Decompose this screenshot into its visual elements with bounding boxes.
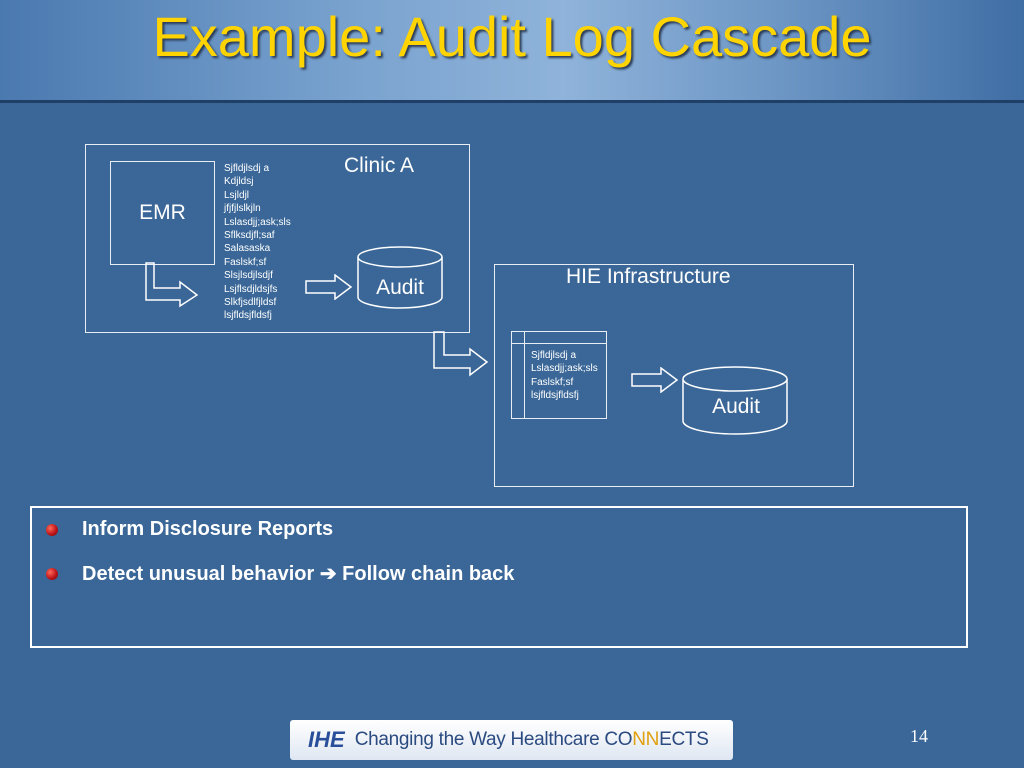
bullet-item-2: Detect unusual behavior ➔ Follow chain b… xyxy=(46,561,514,586)
emr-label: EMR xyxy=(139,201,186,224)
log-to-audit-arrow xyxy=(305,274,353,300)
hie-infrastructure-box xyxy=(494,264,854,487)
bullet-dot-icon xyxy=(46,567,58,580)
header-divider xyxy=(0,100,1024,103)
hie-log-box xyxy=(511,331,607,419)
hie-log-box-divider xyxy=(512,343,606,344)
clinic-a-label: Clinic A xyxy=(344,154,415,177)
clinic-to-hie-arrow xyxy=(433,331,489,377)
clinic-log-text: Sjfldjlsdj a Kdjldsj Lsjldjl jfjfjlslkjl… xyxy=(224,163,291,322)
ihe-logo: IHE xyxy=(308,727,345,752)
connects-part-a: CO xyxy=(604,729,633,750)
hie-log-to-audit-arrow xyxy=(631,367,679,393)
clinic-audit-label: Audit xyxy=(376,276,424,299)
bullet-item-1: Inform Disclosure Reports xyxy=(46,518,333,541)
hie-audit-label: Audit xyxy=(712,395,760,418)
right-arrow-icon: ➔ xyxy=(319,563,337,585)
bullet-box: Inform Disclosure Reports Detect unusual… xyxy=(30,506,968,648)
page-number: 14 xyxy=(910,726,928,746)
slide-header xyxy=(0,0,1024,100)
tagline-prefix: Changing the Way Healthcare xyxy=(354,729,605,750)
clinic-a-box xyxy=(85,144,470,333)
bullet-text-1: Inform Disclosure Reports xyxy=(82,518,334,540)
hie-log-text: Sjfldjlsdj a Lslasdjj;ask;sls Faslskf;sf… xyxy=(531,350,598,402)
hie-log-box-margin xyxy=(524,332,525,418)
bullet-text-2-start: Detect unusual behavior xyxy=(82,563,320,585)
hie-infrastructure-label: HIE Infrastructure xyxy=(566,265,731,288)
clinic-audit-cylinder xyxy=(357,246,443,309)
bullet-text-2-end: Follow chain back xyxy=(336,563,515,585)
emr-box xyxy=(110,161,215,265)
bullet-text-2: Detect unusual behavior ➔ Follow chain b… xyxy=(82,561,514,586)
bullet-dot-icon xyxy=(46,523,58,536)
connects-part-c: ECTS xyxy=(659,729,709,750)
footer-tagline: Changing the Way Healthcare CONNECTS xyxy=(355,729,709,751)
slide-title: Example: Audit Log Cascade xyxy=(152,5,872,68)
emr-to-log-arrow xyxy=(145,262,199,308)
footer-banner: IHE Changing the Way Healthcare CONNECTS xyxy=(290,720,733,760)
connects-part-b: NN xyxy=(632,729,660,750)
hie-audit-cylinder xyxy=(682,366,788,435)
